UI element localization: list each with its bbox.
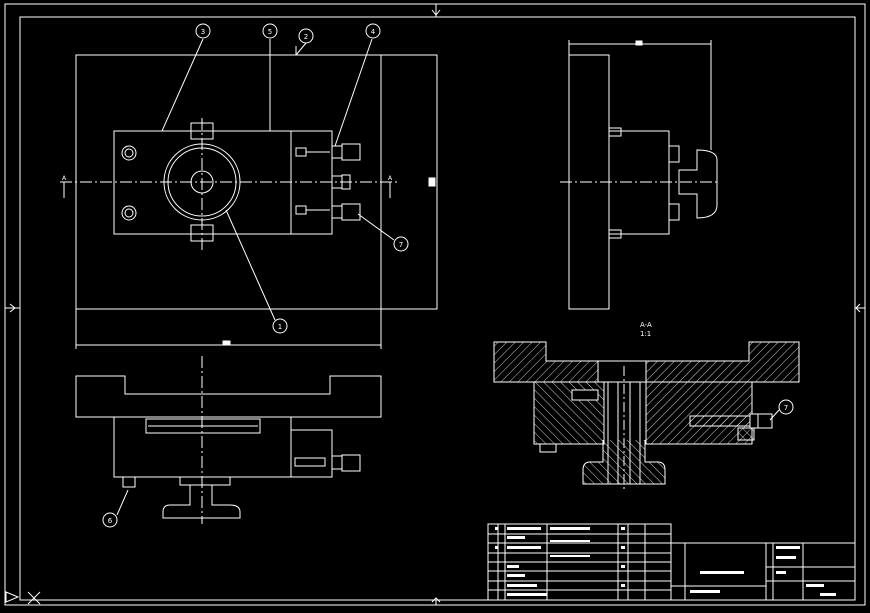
side-view xyxy=(560,40,720,310)
balloon-3-label: 3 xyxy=(201,28,205,36)
balloon-2[interactable]: 2 xyxy=(298,28,314,44)
balloon-7-section-label: 7 xyxy=(784,404,788,412)
balloon-4[interactable]: 4 xyxy=(365,23,381,39)
drawing-frame xyxy=(4,3,866,606)
balloon-7-section[interactable]: 7 xyxy=(778,399,794,415)
section-view xyxy=(493,341,800,490)
section-marker-right: A xyxy=(388,175,393,182)
balloon-1-label: 1 xyxy=(278,323,282,331)
section-title: A-A xyxy=(640,321,652,329)
balloon-7-top-label: 7 xyxy=(399,241,403,249)
balloon-6[interactable]: 6 xyxy=(102,512,118,528)
top-view xyxy=(60,46,438,349)
balloon-1[interactable]: 1 xyxy=(272,318,288,334)
balloon-7-top[interactable]: 7 xyxy=(393,236,409,252)
title-block-text xyxy=(495,527,836,596)
balloon-leaders xyxy=(116,38,780,516)
balloon-4-label: 4 xyxy=(371,28,376,36)
section-scale: 1:1 xyxy=(640,330,651,338)
balloon-3[interactable]: 3 xyxy=(195,23,211,39)
balloon-2-label: 2 xyxy=(304,33,308,41)
front-view xyxy=(75,356,382,524)
title-block xyxy=(487,523,856,601)
balloon-5[interactable]: 5 xyxy=(262,23,278,39)
section-marker-left: A xyxy=(62,175,67,182)
balloon-6-label: 6 xyxy=(108,517,113,525)
balloon-5-label: 5 xyxy=(268,28,272,36)
